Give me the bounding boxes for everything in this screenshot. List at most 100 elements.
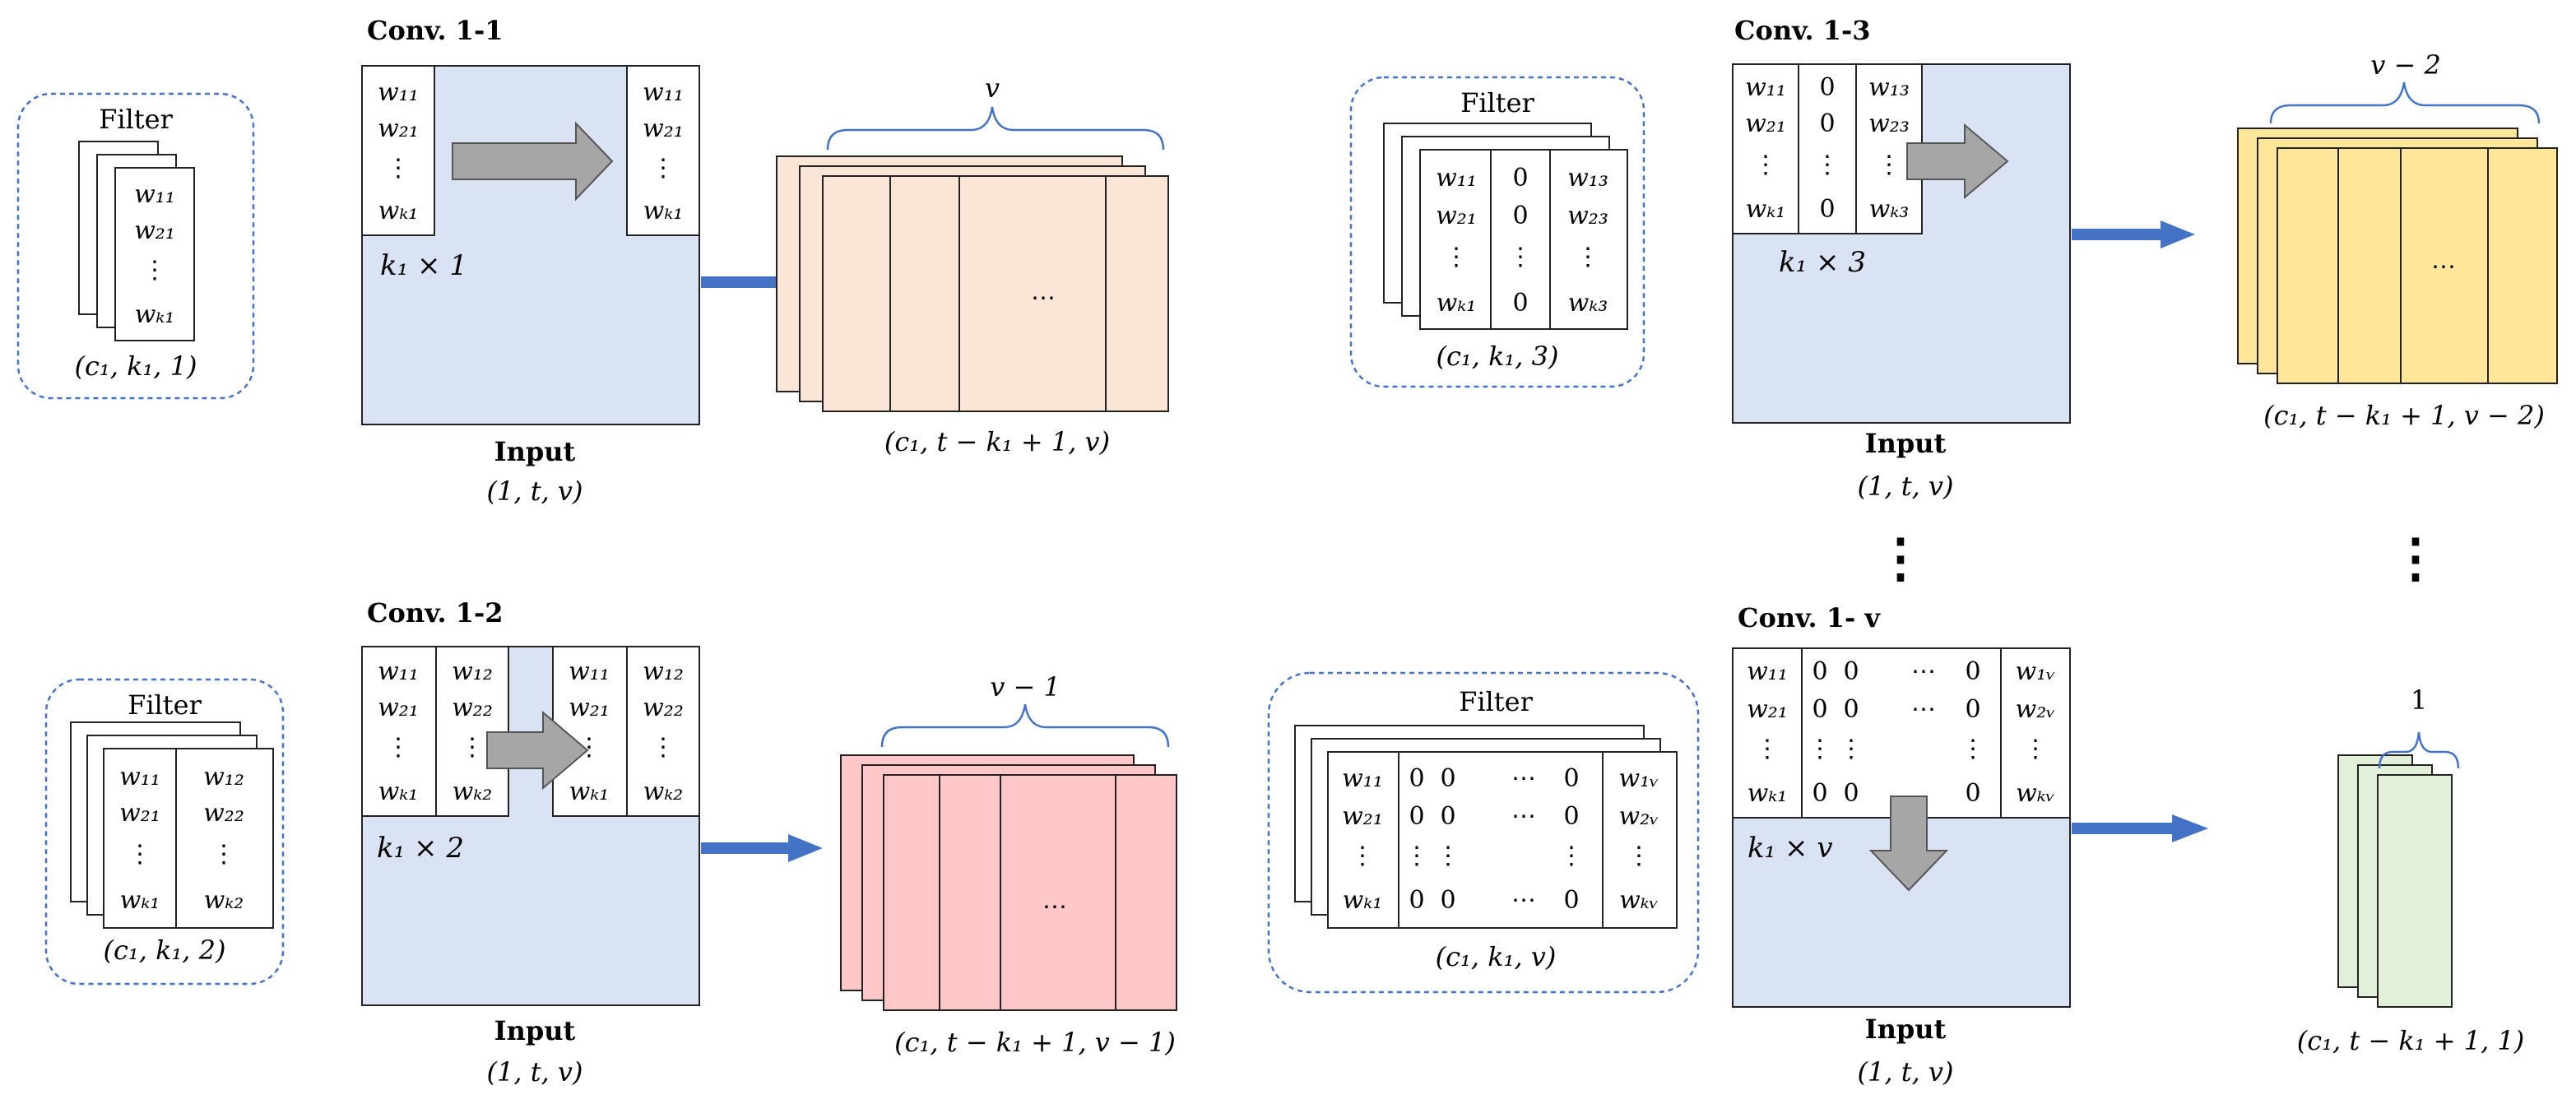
weight-cell: w₂₁ — [134, 216, 175, 245]
weight-cell: wₖ₁ — [569, 777, 610, 806]
weight-cell: w₁₁ — [1436, 164, 1477, 193]
conv-title: Conv. 1-3 — [1734, 15, 1871, 46]
weight-cell: wₖ₃ — [1869, 195, 1910, 224]
weight-cell: 0 — [1512, 289, 1528, 318]
kernel-window-start — [1732, 63, 1923, 234]
weight-cell: wₖ₁ — [643, 197, 684, 225]
weight-cell: w₂₂ — [452, 693, 493, 722]
conv-title: Conv. 1-1 — [367, 15, 504, 46]
weight-vdots: ⋮ — [1508, 243, 1533, 271]
weight-vdots: ⋮ — [1808, 735, 1832, 763]
weight-cell: w₂ᵥ — [2016, 695, 2056, 724]
weight-cell: wₖ₁ — [135, 300, 175, 329]
output-arrow-head-icon — [2172, 814, 2208, 842]
weight-cell: w₁₁ — [378, 78, 419, 107]
weight-vdots: ⋮ — [1444, 243, 1469, 271]
weight-vdots: ⋮ — [1755, 735, 1780, 763]
weight-vdots: ⋮ — [1753, 151, 1778, 179]
vertical-ellipsis: ⋮ — [2389, 527, 2442, 589]
weight-cell: w₂₂ — [643, 693, 684, 722]
conv-title: Conv. 1- v — [1738, 602, 1881, 633]
output-dots: ⋯ — [1031, 284, 1056, 313]
weight-cell: wₖᵥ — [1619, 886, 1659, 915]
weight-cell: wₖ₃ — [1568, 289, 1608, 318]
weight-cell: w₂₂ — [203, 799, 244, 828]
weight-cell: 0 — [1440, 802, 1455, 831]
weight-vdots: ⋮ — [1576, 243, 1600, 271]
weight-cell: w₁₁ — [378, 657, 419, 686]
weight-cell: w₁ᵥ — [1619, 764, 1659, 793]
weight-cell: w₁₃ — [1868, 73, 1910, 102]
weight-cell: 0 — [1812, 695, 1827, 724]
weight-cell: wₖ₁ — [1437, 289, 1477, 318]
weight-cell: 0 — [1819, 109, 1835, 138]
brace-label: v − 1 — [990, 671, 1061, 703]
brace-label: v — [985, 72, 1000, 104]
slide-down-arrow-icon — [1868, 796, 1949, 892]
output-sheet — [822, 175, 1169, 412]
weight-vdots: ⋮ — [1839, 735, 1864, 763]
kernel-window-start — [361, 65, 435, 236]
output-dots: ⋯ — [1042, 893, 1067, 921]
slide-arrow-icon — [486, 710, 589, 791]
input-label: Input — [494, 1015, 576, 1046]
weight-cell: w₁₂ — [452, 657, 493, 686]
output-shape: (c₁, t − k₁ + 1, v − 1) — [894, 1027, 1176, 1058]
weight-vdots: ⋮ — [142, 256, 167, 285]
filter-title: Filter — [128, 689, 202, 721]
weight-cell: 0 — [1965, 695, 1980, 724]
weight-cell: 0 — [1409, 764, 1424, 793]
weight-cell: w₁₁ — [1342, 764, 1383, 793]
weight-cell: wₖ₁ — [1746, 195, 1786, 224]
weight-cell: wₖ₂ — [643, 777, 684, 806]
input-shape: (1, t, v) — [1858, 1056, 1954, 1088]
weight-cell: wₖ₁ — [378, 197, 419, 225]
weight-cell: 0 — [1812, 657, 1827, 686]
weight-cell: 0 — [1409, 802, 1424, 831]
weight-hdots: ⋯ — [1511, 764, 1536, 793]
input-label: Input — [494, 436, 576, 467]
filter-kernel — [1327, 751, 1678, 929]
weight-cell: 0 — [1440, 764, 1455, 793]
weight-cell: w₁ᵥ — [2016, 657, 2056, 686]
output-arrow-icon — [701, 842, 791, 854]
weight-cell: w₂₁ — [378, 114, 419, 143]
weight-hdots: ⋯ — [1511, 886, 1536, 915]
brace-icon — [826, 106, 1165, 151]
weight-hdots: ⋯ — [1911, 695, 1936, 724]
weight-vdots: ⋮ — [1404, 842, 1429, 870]
weight-cell: 0 — [1563, 802, 1579, 831]
brace-label: v − 2 — [2370, 49, 2441, 81]
output-arrow-head-icon — [2161, 220, 2195, 248]
weight-vdots: ⋮ — [1350, 842, 1375, 870]
weight-cell: 0 — [1843, 657, 1859, 686]
weight-cell: 0 — [1409, 886, 1424, 915]
input-label: Input — [1865, 428, 1947, 459]
filter-title: Filter — [1460, 87, 1534, 118]
filter-title: Filter — [99, 104, 173, 135]
weight-cell: wₖ₁ — [1748, 779, 1788, 808]
weight-cell: 0 — [1843, 695, 1859, 724]
weight-cell: w₂₁ — [378, 693, 419, 722]
weight-cell: 0 — [1512, 202, 1528, 230]
weight-vdots: ⋮ — [1877, 151, 1901, 179]
weight-cell: 0 — [1843, 779, 1859, 808]
filter-shape: (c₁, k₁, 3) — [1437, 341, 1559, 372]
weight-cell: w₁₂ — [643, 657, 684, 686]
weight-cell: wₖᵥ — [2016, 779, 2055, 808]
weight-cell: wₖ₁ — [1343, 886, 1383, 915]
weight-vdots: ⋮ — [460, 733, 485, 762]
output-dots: ⋯ — [2431, 253, 2456, 281]
panel-conv-1-v: Filter w₁₁ w₂₁ ⋮ wₖ₁ 0 0 ⋮ 0 0 0 ⋮ 0 ⋯ ⋯… — [1267, 602, 2524, 1088]
weight-cell: w₂₁ — [1745, 109, 1786, 138]
weight-cell: 0 — [1965, 779, 1980, 808]
weight-cell: wₖ₂ — [453, 777, 493, 806]
filter-shape: (c₁, k₁, 1) — [75, 350, 197, 382]
weight-cell: wₖ₁ — [378, 777, 419, 806]
weight-cell: w₁₁ — [569, 657, 610, 686]
vertical-ellipsis: ⋮ — [1874, 527, 1927, 589]
weight-vdots: ⋮ — [651, 154, 675, 183]
output-shape: (c₁, t − k₁ + 1, v − 2) — [2263, 400, 2545, 431]
weight-cell: 0 — [1819, 73, 1835, 102]
output-arrow-icon — [2072, 229, 2164, 240]
